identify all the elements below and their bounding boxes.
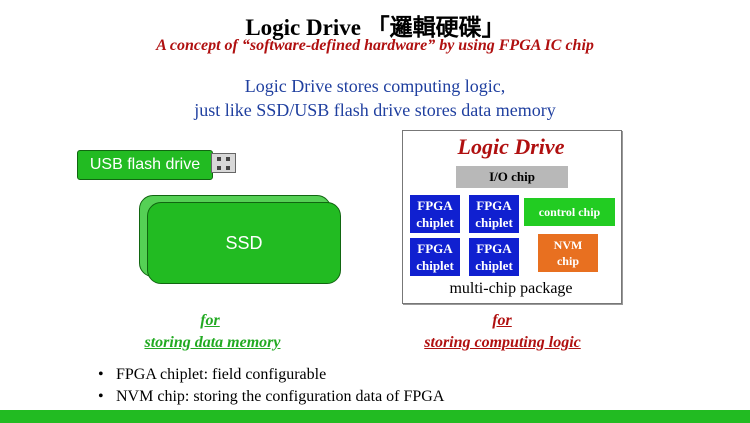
fpga-chiplet-line-2: chiplet: [475, 215, 513, 230]
bottom-accent-bar: [0, 410, 750, 423]
nvm-chip-line-2: chip: [556, 254, 579, 268]
usb-flash-drive: USB flash drive: [77, 150, 213, 180]
left-for-label: for: [200, 312, 220, 329]
package-label: multi-chip package: [449, 280, 573, 297]
fpga-chiplet-line-2: chiplet: [416, 215, 454, 230]
control-chip: control chip: [524, 198, 615, 226]
fpga-chiplet-line-2: chiplet: [416, 258, 454, 273]
fpga-chiplet: FPGA chiplet: [410, 195, 460, 233]
fpga-chiplet: FPGA chiplet: [469, 238, 519, 276]
description-line-1: Logic Drive stores computing logic,: [244, 76, 506, 96]
description-line-2: just like SSD/USB flash drive stores dat…: [194, 100, 556, 120]
fpga-chiplet-line-1: FPGA: [417, 241, 453, 256]
left-purpose-label: storing data memory: [144, 334, 281, 351]
package-title: Logic Drive: [457, 134, 565, 159]
fpga-chiplet-line-1: FPGA: [476, 241, 512, 256]
nvm-chip: NVM chip: [538, 234, 598, 272]
ssd-drive: SSD: [147, 202, 341, 284]
io-chip: I/O chip: [456, 166, 568, 188]
bullet-item: NVM chip: storing the configuration data…: [96, 386, 444, 408]
bullet-item: FPGA chiplet: field configurable: [96, 364, 444, 386]
nvm-chip-line-1: NVM: [553, 238, 583, 252]
bullet-list: FPGA chiplet: field configurable NVM chi…: [96, 364, 444, 408]
right-for-label: for: [492, 312, 512, 329]
fpga-chiplet-line-1: FPGA: [417, 198, 453, 213]
fpga-chiplet: FPGA chiplet: [469, 195, 519, 233]
usb-connector-icon: [211, 153, 236, 173]
fpga-chiplet-line-2: chiplet: [475, 258, 513, 273]
right-purpose-label: storing computing logic: [424, 334, 581, 351]
fpga-chiplet: FPGA chiplet: [410, 238, 460, 276]
slide-subtitle: A concept of “software-defined hardware”…: [156, 37, 594, 54]
slide-title: Logic Drive 「邏輯硬碟」: [245, 15, 505, 40]
fpga-chiplet-line-1: FPGA: [476, 198, 512, 213]
